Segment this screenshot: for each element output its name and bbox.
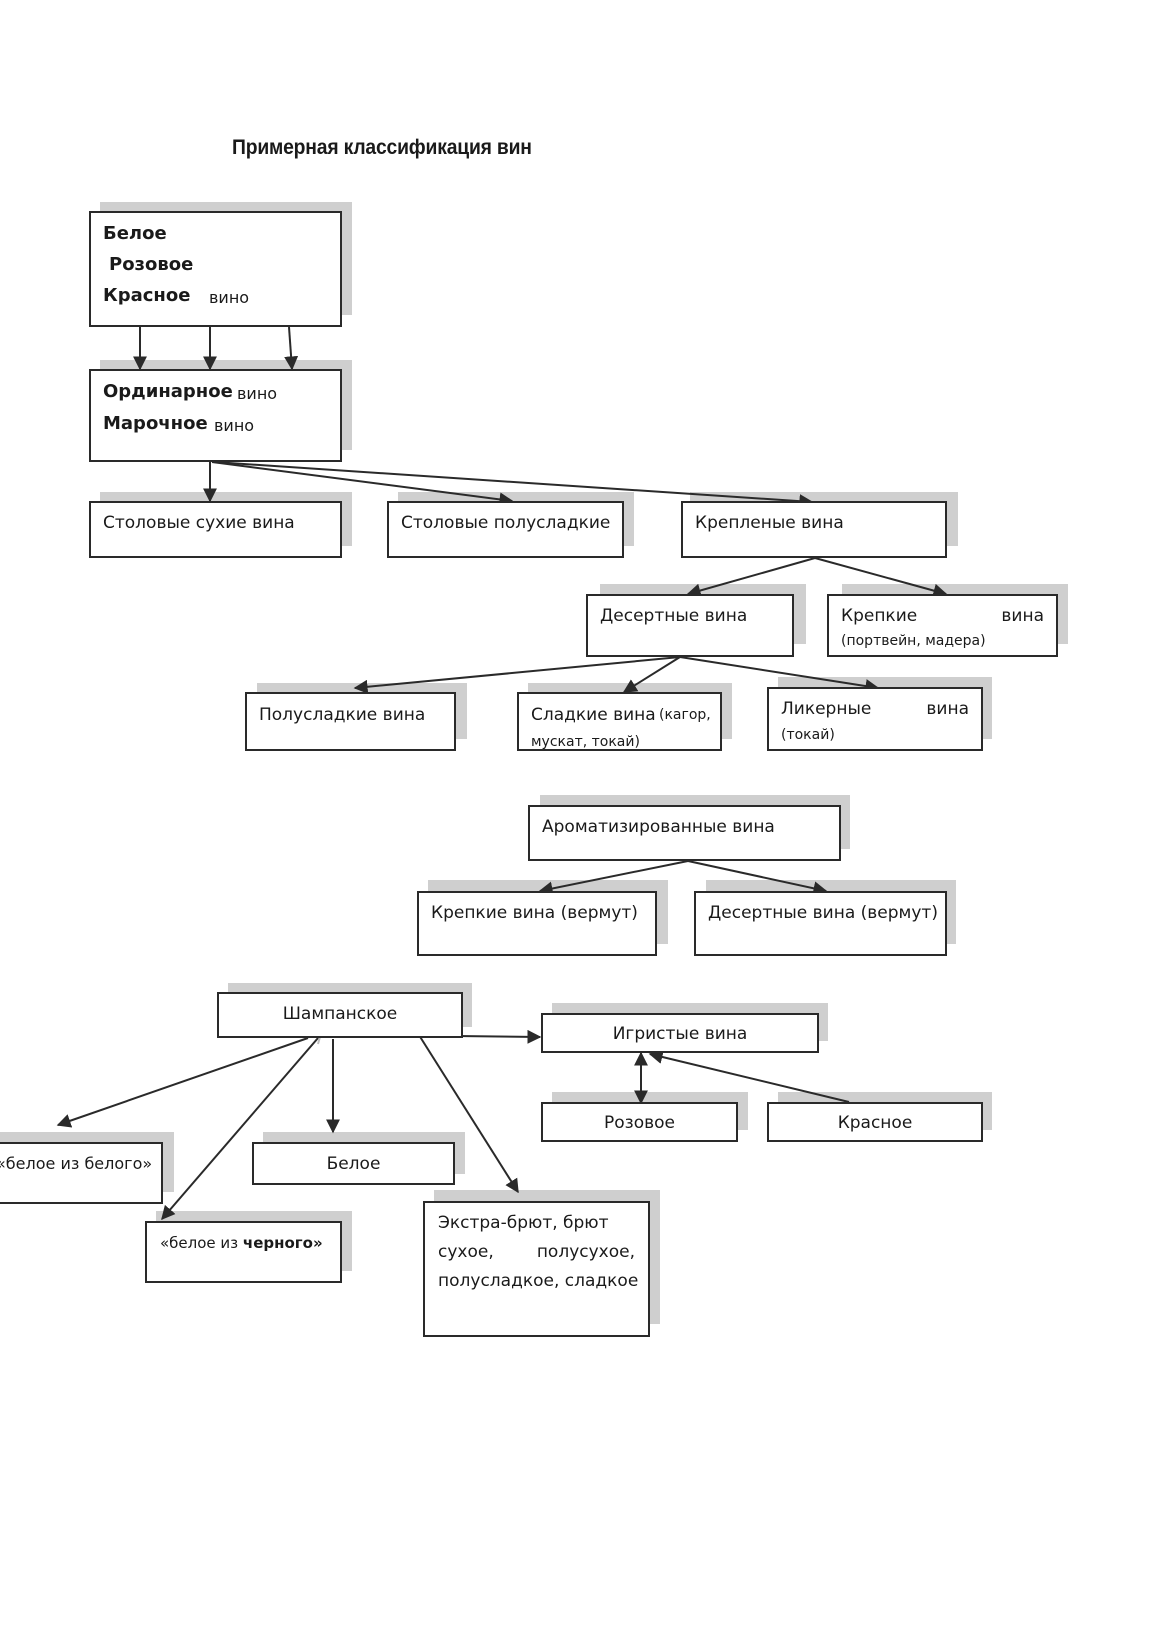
dessert-label: Десертные вина bbox=[600, 606, 748, 626]
wine-color-rose: Розовое bbox=[109, 254, 194, 275]
arrow-dessert-to-sweet bbox=[622, 656, 681, 693]
arrow-champagne-to-sparkling bbox=[455, 1029, 542, 1044]
liqueur-label-b: вина bbox=[926, 699, 969, 719]
white-from-black-label-b: черного» bbox=[242, 1234, 323, 1252]
arrow-fortified-to-strong bbox=[814, 557, 948, 598]
box-semisweet: Полусладкие вина bbox=[245, 692, 456, 751]
box-white-from-black: «белое из черного» bbox=[145, 1221, 342, 1283]
box-sweet: Сладкие вина (кагор, мускат, токай) bbox=[517, 692, 722, 751]
white-label: Белое bbox=[326, 1154, 381, 1174]
box-white-from-white: «белое из белого» bbox=[0, 1142, 163, 1204]
aromatized-strong-label: Крепкие вина (вермут) bbox=[431, 903, 638, 923]
box-aromatized-strong: Крепкие вина (вермут) bbox=[417, 891, 657, 956]
box-dessert: Десертные вина bbox=[586, 594, 794, 657]
sparkling-label: Игристые вина bbox=[612, 1024, 748, 1044]
sweet-note: (кагор, bbox=[659, 707, 711, 723]
box-wine-quality: Ординарное вино Марочное вино bbox=[89, 369, 342, 462]
white-from-black-label-a: «белое из bbox=[160, 1234, 243, 1252]
arrow-quality-to-fortified bbox=[213, 461, 814, 509]
strong-label: Крепкие bbox=[841, 606, 918, 626]
arrow-dessert-to-semisweet bbox=[353, 656, 681, 694]
arrow-aromatized-to-dessert bbox=[687, 860, 828, 896]
wine-suffix: вино bbox=[209, 288, 250, 307]
arrow-colors-to-quality bbox=[284, 326, 299, 371]
arrow-fortified-to-dessert bbox=[686, 557, 816, 598]
box-aromatized-dessert: Десертные вина (вермут) bbox=[694, 891, 947, 956]
page-title: Примерная классификация вин bbox=[232, 136, 532, 159]
arrow-red-to-sparkling bbox=[648, 1050, 850, 1103]
arrow-champagne-to-white-from-black bbox=[161, 1037, 319, 1221]
sweetness-line-3: полусладкое, сладкое bbox=[438, 1271, 639, 1291]
arrow-dessert-to-liqueur bbox=[679, 656, 880, 693]
box-fortified: Крепленые вина bbox=[681, 501, 947, 558]
sweetness-line-2b: полусухое, bbox=[536, 1242, 635, 1262]
pointer-line bbox=[317, 1036, 321, 1045]
rose-label: Розовое bbox=[604, 1113, 675, 1133]
arrow-champagne-to-white-from-white bbox=[56, 1037, 309, 1128]
box-table-dry: Столовые сухие вина bbox=[89, 501, 342, 558]
aromatized-label: Ароматизированные вина bbox=[542, 817, 775, 837]
box-strong: Крепкие вина (портвейн, мадера) bbox=[827, 594, 1058, 657]
box-white: Белое bbox=[252, 1142, 455, 1185]
box-aromatized: Ароматизированные вина bbox=[528, 805, 841, 861]
semisweet-label: Полусладкие вина bbox=[259, 705, 426, 725]
white-from-white-label: «белое из белого» bbox=[0, 1154, 153, 1173]
arrow-champagne-to-sweetness bbox=[411, 1023, 519, 1194]
box-red: Красное bbox=[767, 1102, 983, 1142]
quality-ordinary-suffix: вино bbox=[237, 384, 278, 403]
red-label: Красное bbox=[837, 1113, 913, 1133]
box-sparkling: Игристые вина bbox=[541, 1013, 819, 1053]
box-champagne: Шампанское bbox=[217, 992, 463, 1038]
box-sweetness-levels: Экстра-брют, брют сухое, полусухое, полу… bbox=[423, 1201, 650, 1337]
sweet-note-2: мускат, токай) bbox=[531, 734, 640, 750]
box-table-semisweet: Столовые полусладкие bbox=[387, 501, 624, 558]
table-semisweet-label: Столовые полусладкие bbox=[401, 513, 611, 533]
strong-label-b: вина bbox=[1001, 606, 1044, 626]
champagne-label: Шампанское bbox=[282, 1004, 398, 1024]
sweetness-line-1: Экстра-брют, брют bbox=[438, 1213, 609, 1233]
box-rose: Розовое bbox=[541, 1102, 738, 1142]
fortified-label: Крепленые вина bbox=[695, 513, 844, 533]
strong-note: (портвейн, мадера) bbox=[841, 633, 986, 649]
table-dry-label: Столовые сухие вина bbox=[103, 513, 295, 533]
quality-vintage: Марочное bbox=[103, 413, 208, 434]
sweetness-line-2a: сухое, bbox=[438, 1242, 494, 1262]
sweet-label: Сладкие вина bbox=[531, 705, 656, 725]
box-liqueur: Ликерные вина (токай) bbox=[767, 687, 983, 751]
liqueur-note: (токай) bbox=[781, 727, 835, 743]
box-wine-colors: Белое Розовое Красное вино bbox=[89, 211, 342, 327]
wine-color-red: Красное bbox=[103, 285, 191, 306]
wine-color-white: Белое bbox=[103, 223, 167, 244]
quality-ordinary: Ординарное bbox=[103, 381, 233, 402]
arrow-quality-to-table-semisweet bbox=[211, 461, 514, 507]
arrow-aromatized-to-strong bbox=[538, 860, 689, 896]
quality-vintage-suffix: вино bbox=[214, 416, 255, 435]
white-from-black-line: «белое из черного» bbox=[160, 1234, 323, 1252]
liqueur-label: Ликерные bbox=[781, 699, 872, 719]
aromatized-dessert-label: Десертные вина (вермут) bbox=[708, 903, 938, 923]
